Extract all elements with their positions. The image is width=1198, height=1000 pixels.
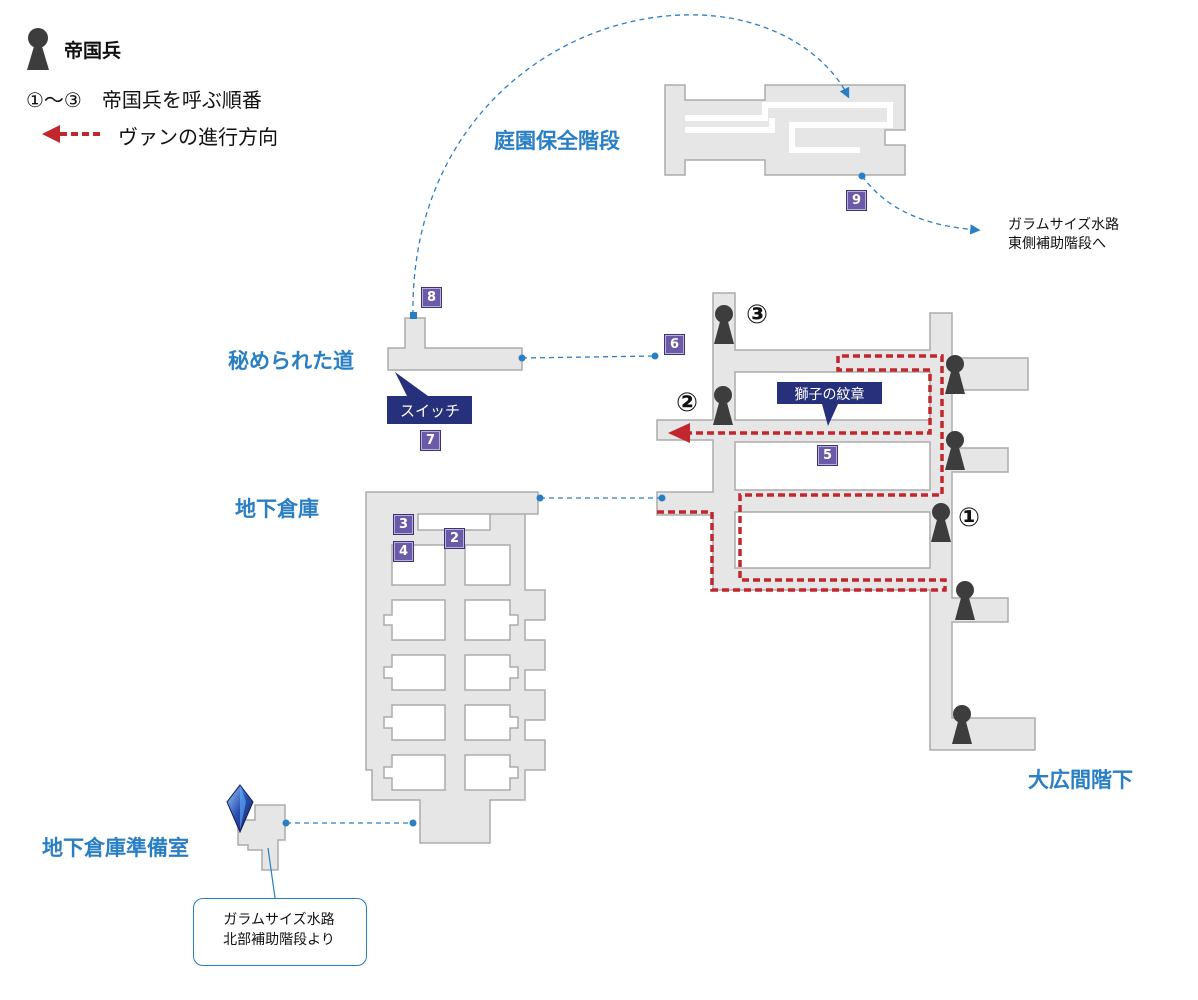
number-badge-6: 6 [664, 334, 685, 355]
link-lines [286, 14, 981, 824]
number-badge-8: 8 [421, 287, 442, 308]
soldier-icon [931, 503, 951, 542]
note-from-north-line2: 北部補助階段より [223, 932, 335, 948]
number-badge-2: 2 [444, 528, 465, 549]
from-north-callout [193, 898, 367, 966]
note-to-east-line1: ガラムサイズ水路 [1008, 217, 1120, 233]
soldier-icon [713, 386, 733, 425]
link-9-to-east [861, 175, 981, 235]
room-storehouse-prep [237, 804, 286, 871]
order-mark-2: ② [676, 388, 699, 418]
route-arrowhead [668, 423, 690, 443]
switch-tag-shape [387, 372, 472, 424]
soldier-icon [945, 431, 965, 470]
soldier-icon [714, 305, 734, 344]
number-badge-4: 4 [393, 541, 414, 562]
link-secret-to-hall [521, 355, 656, 359]
area-label-storehouse: 地下倉庫 [235, 497, 319, 521]
legend-order-label: ①〜③ 帝国兵を呼ぶ順番 [26, 88, 262, 112]
legend-soldier-label: 帝国兵 [64, 40, 122, 62]
soldier-icon [945, 355, 965, 394]
switch-label: スイッチ [399, 402, 460, 420]
order-mark-1: ① [958, 503, 981, 533]
link-nodes [282, 172, 866, 827]
number-badge-3: 3 [393, 514, 414, 535]
legend-route-label: ヴァンの進行方向 [118, 125, 278, 149]
lion-crest-label: 獅子の紋章 [794, 387, 865, 403]
legend-route-icon [42, 125, 102, 143]
note-from-north-line1: ガラムサイズ水路 [223, 912, 335, 928]
room-storehouse [365, 491, 546, 844]
room-garden-stairs [664, 84, 906, 176]
route-path [657, 354, 947, 592]
save-crystal-icon [226, 784, 254, 834]
legend-soldier-icon [27, 28, 49, 70]
number-badge-9: 9 [846, 190, 867, 211]
area-label-secret-path: 秘められた道 [228, 349, 354, 373]
area-label-garden-stairs: 庭園保全階段 [494, 129, 620, 153]
area-label-storehouse-prep: 地下倉庫準備室 [42, 836, 189, 860]
lion-crest-tag-shape [777, 382, 882, 426]
note-to-east-line2: 東側補助階段へ [1008, 236, 1106, 252]
room-secret-path [387, 317, 523, 371]
number-badge-5: 5 [817, 445, 838, 466]
soldier-icon [955, 581, 975, 620]
soldier-icons [713, 305, 975, 744]
number-badge-7: 7 [420, 430, 441, 451]
callout-connector [267, 847, 277, 906]
area-label-hall-below: 大広間階下 [1028, 768, 1133, 792]
soldier-icon [952, 705, 972, 744]
order-mark-3: ③ [746, 300, 769, 330]
